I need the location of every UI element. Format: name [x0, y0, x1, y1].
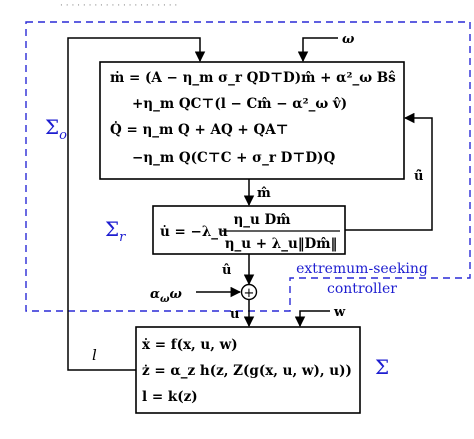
observer-eq-2: +η_m QC⊤(l − Cm̂ − α²_ω v̂)	[132, 96, 347, 112]
controller-label: controller	[327, 281, 397, 297]
observer-eq-3: Q̇ = η_m Q + AQ + QA⊤	[110, 122, 289, 138]
observer-block	[99, 61, 405, 180]
signal-u-hat-label: û	[222, 263, 231, 278]
signal-dither-label: αωω	[150, 287, 183, 305]
plant-eq-2: ż = α_z h(z, Z(g(x, u, w), u))	[142, 363, 352, 379]
signal-w-label: w	[333, 305, 346, 320]
plant-eq-1: ẋ = f(x, u, w)	[142, 337, 238, 353]
extremum-seeking-label: extremum-seeking	[296, 261, 428, 277]
signal-l-label: l	[92, 346, 97, 364]
controller-law-block	[152, 205, 346, 255]
caption-fragment: · · · · · · · · · · · · · · · · · · · · …	[60, 1, 177, 11]
signal-omega-label: ω	[342, 32, 355, 47]
plant-label: Σ	[375, 355, 389, 379]
observer-eq-1: ṁ = (A − η_m σ_r QD⊤D)m̂ + α²_ω Bŝ	[110, 70, 396, 86]
plant-eq-3: l = k(z)	[142, 389, 198, 405]
omega-observer-wire	[297, 37, 338, 63]
signal-u-hat-dot-label: û̇	[414, 169, 423, 184]
summing-junction	[240, 283, 258, 301]
extremum-seeking-boundary	[25, 21, 471, 312]
feedback-l-wire	[67, 37, 206, 371]
u-hat-dot-wire	[345, 112, 433, 231]
observer-eq-4: −η_m Q(C⊤C + σ_r D⊤D)Q	[132, 150, 335, 166]
controller-numerator: η_u Dm̂	[233, 212, 290, 228]
summing-symbol: +	[244, 286, 255, 301]
controller-lhs: u̇ = −λ_u	[160, 224, 228, 240]
observer-label: Σo	[45, 115, 67, 143]
w-wire	[294, 310, 330, 328]
signal-m-hat-label: m̂	[257, 186, 271, 201]
signal-u-label: u	[230, 307, 239, 322]
controller-denominator: η_u + λ_u‖Dm̂‖	[225, 236, 338, 252]
controller-law-label: Σr	[105, 217, 126, 245]
